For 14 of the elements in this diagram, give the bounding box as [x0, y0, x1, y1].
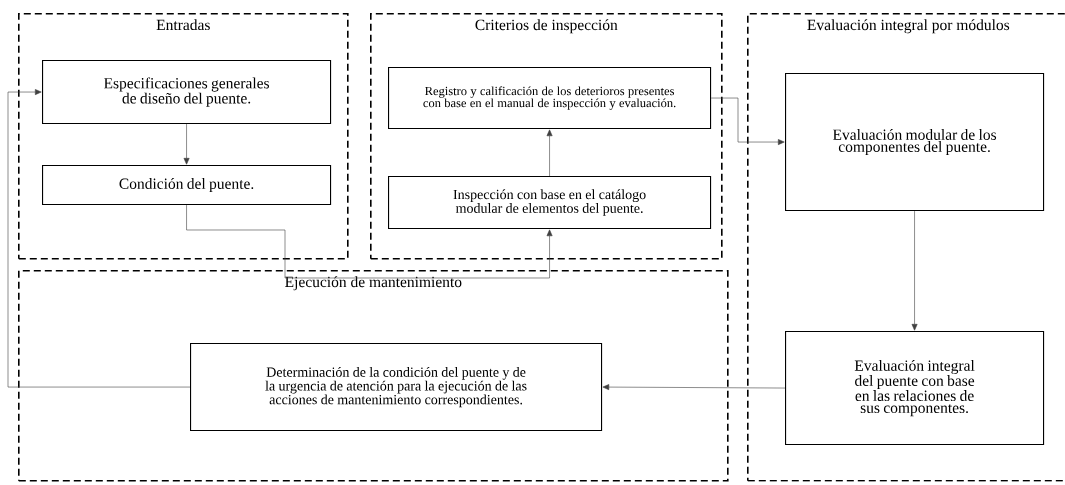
process-box: Condición del puente.	[42, 165, 332, 206]
arrow	[710, 97, 785, 145]
process-box: Determinación de la condición del puente y de la urgencia de atención para la ejecución de las acciones de mantenimiento correspondientes.	[190, 343, 603, 432]
arrow	[911, 210, 918, 331]
arrow	[186, 204, 553, 279]
arrow	[602, 384, 786, 390]
arrow	[183, 123, 190, 165]
process-box: Evaluación modular de los componentes del puente.	[785, 73, 1045, 212]
process-box: Registro y calificación de los deterioros presentes con base en el manual de inspección y evaluación.	[388, 67, 712, 130]
process-box: Evaluación integral del puente con base en las relaciones de sus componentes.	[785, 331, 1045, 446]
process-box: Especificaciones generales de diseño del puente.	[42, 60, 332, 125]
arrow	[7, 89, 191, 388]
process-box: Inspección con base en el catálogo modular de elementos del puente.	[388, 176, 712, 230]
arrow	[546, 129, 553, 177]
